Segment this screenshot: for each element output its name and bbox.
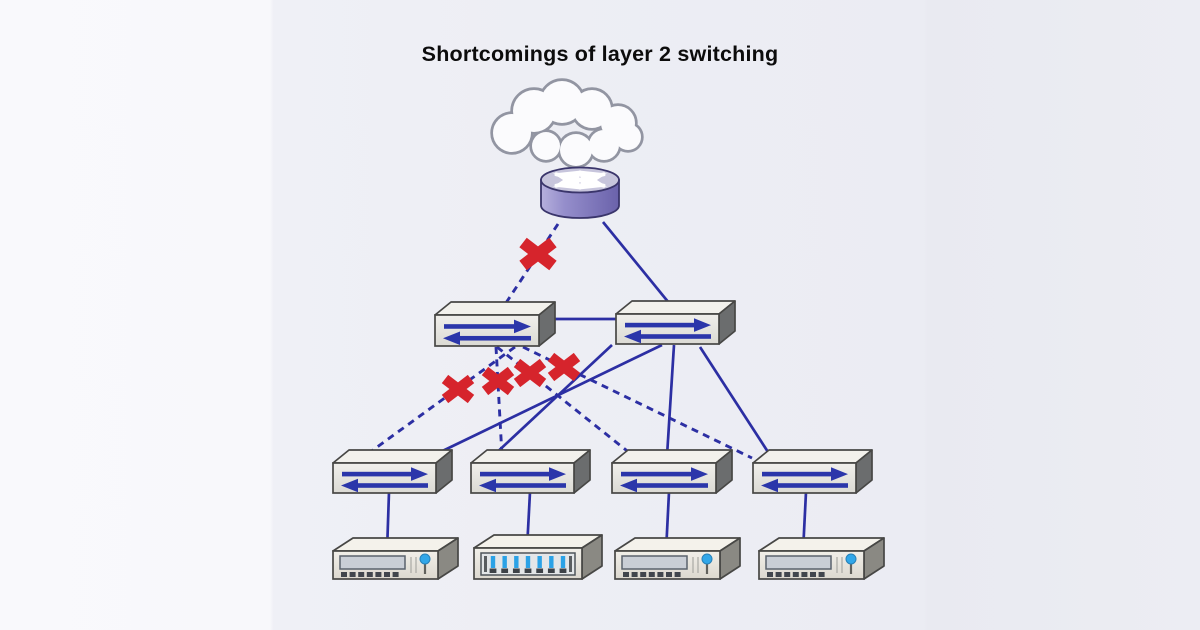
server-icon-server-1 [332, 537, 459, 580]
link-switch-dist-right-to-switch-access-4 [698, 346, 770, 453]
link-switch-dist-right-to-switch-access-2 [492, 344, 613, 457]
link-core-router-to-switch-dist-right [601, 221, 680, 315]
link-switch-dist-left-to-switch-access-2 [494, 346, 504, 457]
blocked-x-icon [441, 374, 475, 404]
switch-icon-switch-access-3 [611, 449, 733, 494]
switch-icon-switch-access-4 [752, 449, 873, 494]
link-switch-dist-left-to-switch-access-1 [361, 345, 516, 460]
blocked-x-icon [547, 352, 581, 382]
switch-icon-switch-dist-right [615, 300, 736, 345]
server-icon-server-3 [614, 537, 741, 580]
blocked-x-icon [481, 366, 515, 396]
router-icon [540, 166, 620, 219]
switch-icon-switch-dist-left [434, 301, 556, 347]
cloud-icon [490, 78, 644, 169]
blocked-x-icon [519, 237, 557, 271]
link-lines [361, 221, 808, 553]
diagram-title: Shortcomings of layer 2 switching [421, 42, 779, 66]
server-icon-server-4 [758, 537, 885, 580]
link-switch-dist-right-to-switch-access-1 [429, 343, 663, 459]
switch-icon-switch-access-1 [332, 449, 453, 494]
switch-icon-switch-access-2 [470, 449, 591, 494]
link-switch-dist-right-to-switch-access-3 [665, 344, 676, 457]
server-icon-server-2 [473, 534, 603, 580]
blocked-x-icon [513, 358, 547, 388]
